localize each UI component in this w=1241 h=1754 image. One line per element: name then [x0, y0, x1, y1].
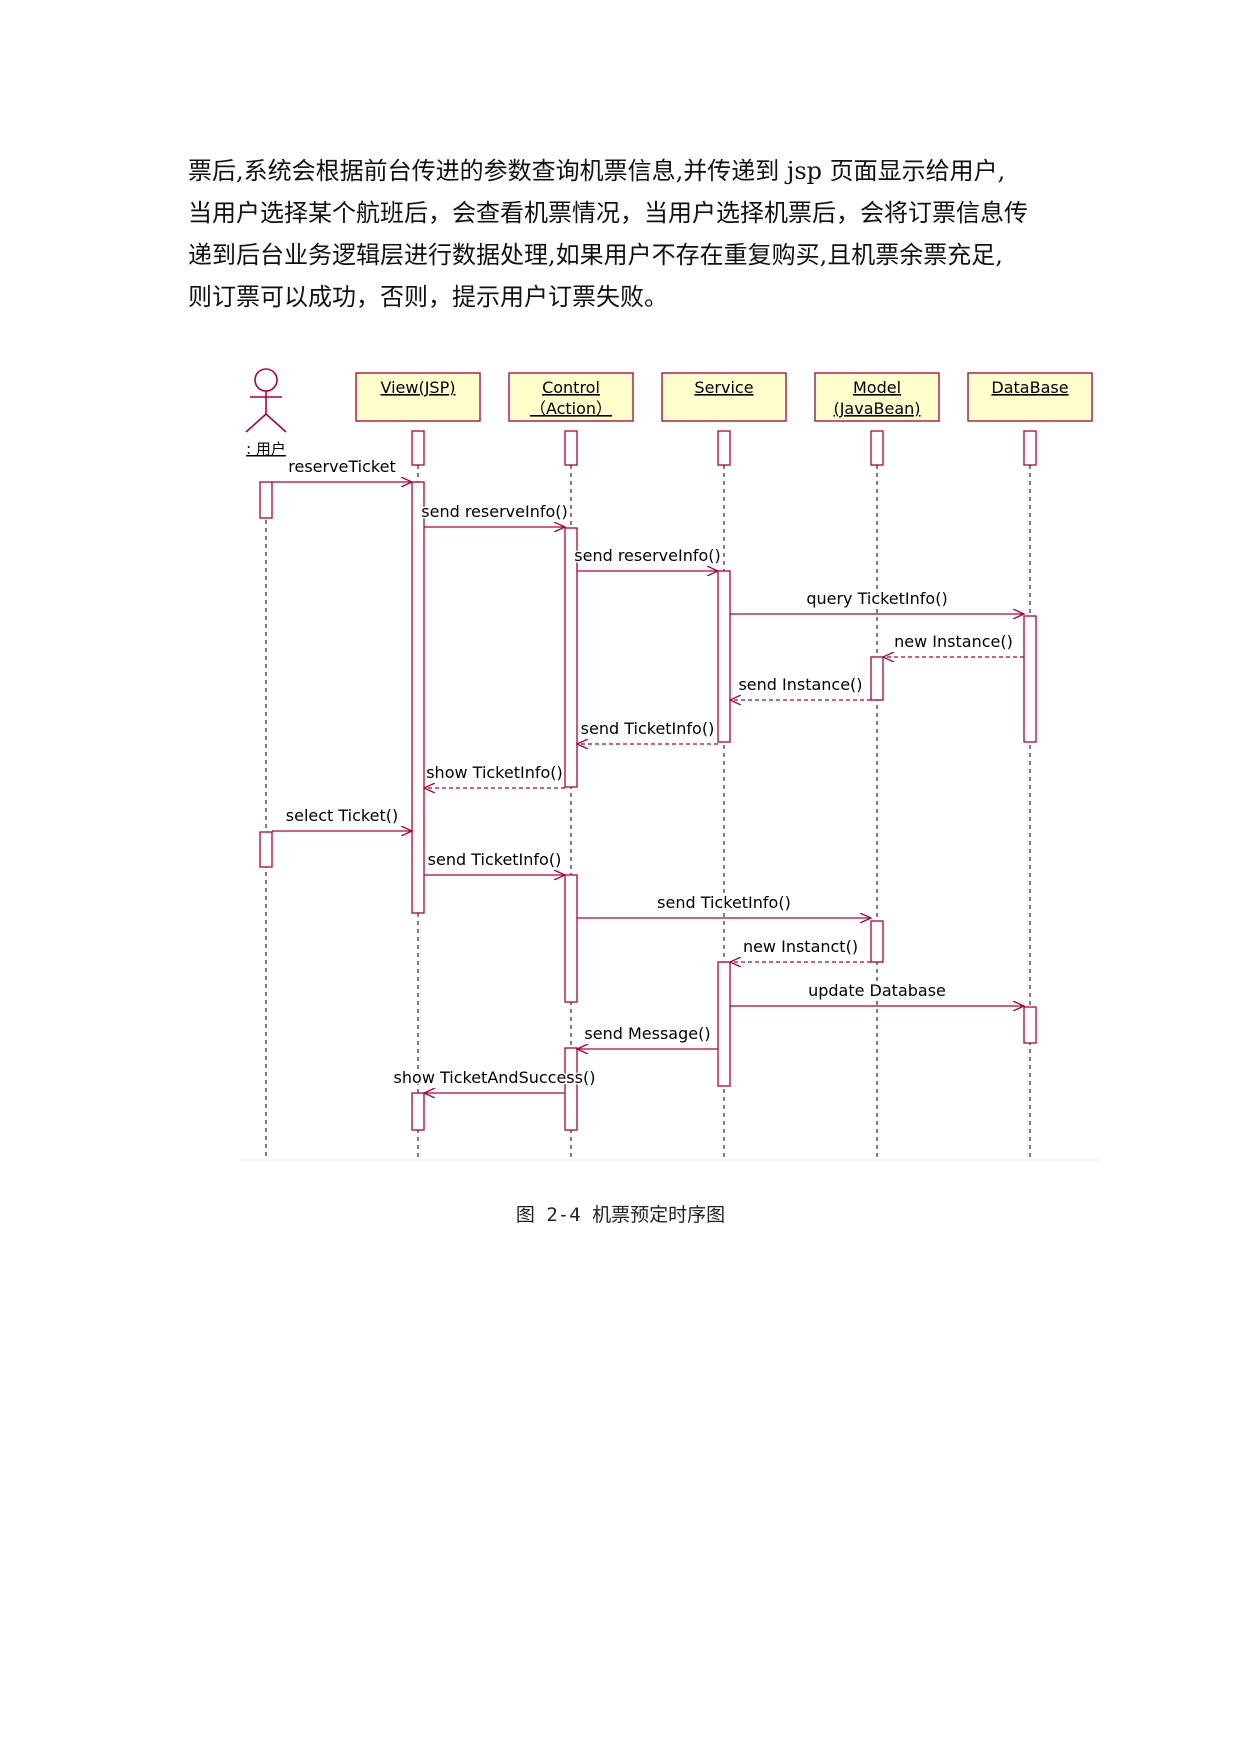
- activation-bar: [564, 527, 578, 788]
- activation-bar: [870, 656, 884, 701]
- lifeline-stub-model: [870, 430, 884, 466]
- sequence-diagram: : 用户 View(JSP) Control （Action） Service Model…: [240, 368, 1100, 1161]
- paragraph-line: 票后,系统会根据前台传进的参数查询机票信息,并传递到 jsp 页面显示给用户,: [188, 157, 1006, 185]
- message-label: send Instance(): [738, 675, 862, 694]
- activation-bar: [259, 831, 273, 868]
- message-label: update Database: [808, 981, 946, 1000]
- lifeline-box-model: [814, 372, 940, 422]
- lifeline-sublabel-control: （Action）: [530, 399, 612, 418]
- lifeline-box-service: [661, 372, 787, 422]
- lifeline-stub-database: [1023, 430, 1037, 466]
- lifeline-label-view: View(JSP): [381, 378, 456, 397]
- lifeline-stub-view: [411, 430, 425, 466]
- activation-bar: [411, 1092, 425, 1131]
- lifeline-box-control: [508, 372, 634, 422]
- figure-caption: 图 2-4 机票预定时序图: [515, 1204, 726, 1226]
- activation-bar: [1023, 615, 1037, 743]
- message-label: send reserveInfo(): [421, 502, 567, 521]
- message-label: send TicketInfo(): [581, 719, 715, 738]
- paragraph-line: 当用户选择某个航班后，会查看机票情况，当用户选择机票后，会将订票信息传: [188, 199, 1028, 227]
- activation-bar: [259, 481, 273, 519]
- lifeline-sublabel-model: (JavaBean): [833, 399, 920, 418]
- lifeline-stub-service: [717, 430, 731, 466]
- lifeline-box-database: [967, 372, 1093, 422]
- lifeline-label-control: Control: [542, 378, 600, 397]
- actor-head-icon: [254, 368, 278, 392]
- lifeline-label-model: Model: [853, 378, 901, 397]
- message-label: new Instanct(): [743, 937, 858, 956]
- activation-bar: [564, 874, 578, 1003]
- actor-label: : 用户: [246, 440, 286, 458]
- activation-bar: [411, 481, 425, 914]
- paragraph-line: 递到后台业务逻辑层进行数据处理,如果用户不存在重复购买,且机票余票充足,: [188, 241, 1003, 269]
- message-label: show TicketAndSuccess(): [394, 1068, 596, 1087]
- activation-bar: [1023, 1006, 1037, 1044]
- lifeline-stub-control: [564, 430, 578, 466]
- lifeline-box-view: [355, 372, 481, 422]
- paragraph-line: 则订票可以成功，否则，提示用户订票失败。: [188, 283, 668, 311]
- message-label: show TicketInfo(): [426, 763, 563, 782]
- actor-leg-left: [245, 413, 267, 433]
- actor-leg-right: [265, 413, 287, 433]
- message-label: select Ticket(): [286, 806, 398, 825]
- lifeline-label-service: Service: [694, 378, 753, 397]
- message-label: new Instance(): [894, 632, 1013, 651]
- message-label: send reserveInfo(): [574, 546, 720, 565]
- activation-bar: [717, 570, 731, 743]
- message-label: send TicketInfo(): [657, 893, 791, 912]
- activation-bar: [564, 1047, 578, 1131]
- lifeline-label-database: DataBase: [991, 378, 1068, 397]
- message-label: send Message(): [584, 1024, 710, 1043]
- message-label: reserveTicket: [288, 457, 395, 476]
- activation-bar: [717, 961, 731, 1087]
- body-paragraph: 票后,系统会根据前台传进的参数查询机票信息,并传递到 jsp 页面显示给用户, …: [188, 150, 1068, 318]
- message-label: send TicketInfo(): [428, 850, 562, 869]
- message-label: query TicketInfo(): [806, 589, 947, 608]
- activation-bar: [870, 920, 884, 963]
